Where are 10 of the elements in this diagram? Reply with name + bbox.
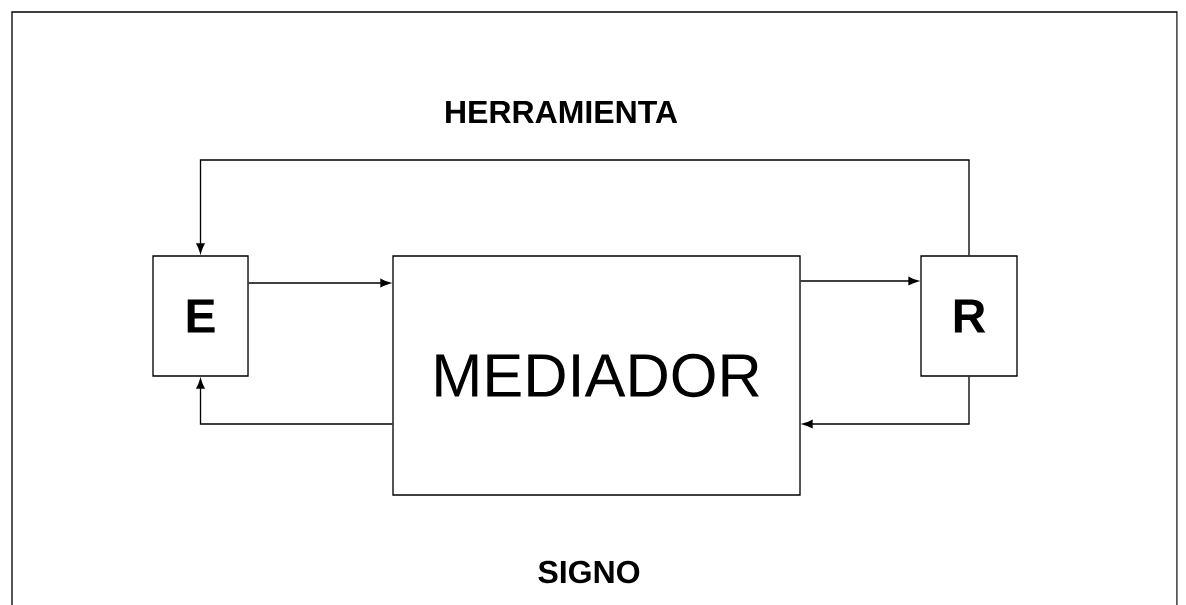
arrow (802, 376, 970, 429)
arrow (196, 378, 393, 425)
process-box: E (152, 255, 249, 377)
arrow (196, 159, 970, 256)
process-box: MEDIADOR (392, 255, 801, 496)
process-box: R (920, 255, 1018, 377)
arrow (248, 278, 391, 288)
heading-text: HERRAMIENTA (446, 101, 678, 123)
heading-text: SIGNO (538, 560, 640, 584)
arrow (800, 276, 919, 286)
